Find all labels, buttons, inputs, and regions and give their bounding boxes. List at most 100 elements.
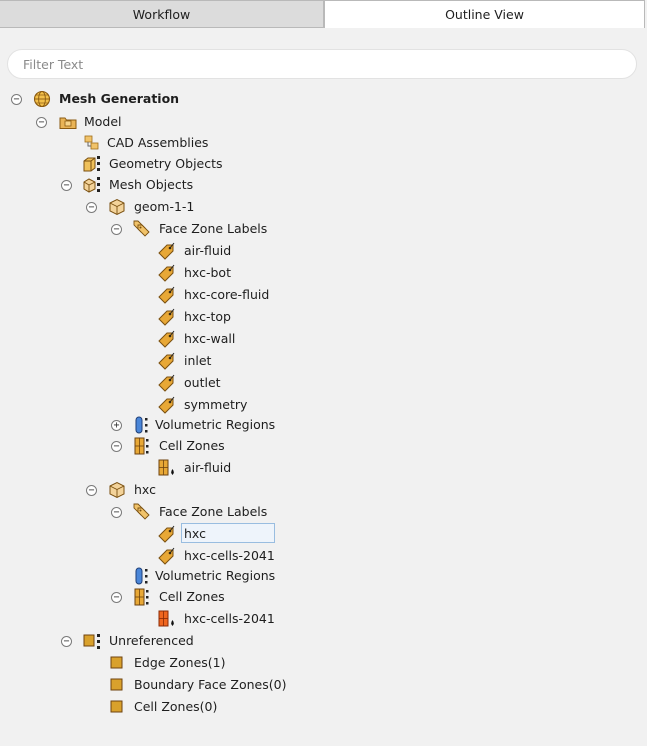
volumetric-region-icon — [132, 415, 152, 435]
collapse-toggle-icon[interactable]: − — [61, 180, 72, 191]
tree-label: Volumetric Regions — [155, 568, 276, 583]
tree-node-cell-zone[interactable]: air-fluid — [0, 458, 647, 478]
collapse-toggle-icon[interactable]: − — [111, 507, 122, 518]
tree-node-edge-zones[interactable]: Edge Zones(1) — [0, 653, 647, 673]
collapse-toggle-icon[interactable]: − — [36, 117, 47, 128]
tree-label: air-fluid — [184, 460, 232, 475]
fluid-cell-zone-icon — [157, 458, 177, 478]
tree-node-unreferenced[interactable]: − Unreferenced — [0, 631, 647, 651]
outline-panel — [0, 36, 645, 746]
collapse-toggle-icon[interactable]: − — [11, 94, 22, 105]
tree-node-label[interactable]: hxc-top — [0, 307, 647, 327]
tree-node-geometry-objects[interactable]: Geometry Objects — [0, 154, 647, 174]
unreferenced-icon — [82, 631, 102, 651]
tree-label: hxc — [134, 482, 156, 497]
tree-label: hxc-top — [184, 309, 231, 324]
tree-label: Face Zone Labels — [159, 221, 268, 236]
tree-label: hxc-cells-2041 — [184, 548, 275, 563]
tree-label: air-fluid — [184, 243, 232, 258]
mesh-object-icon — [107, 480, 127, 500]
tree-label: hxc-core-fluid — [184, 287, 270, 302]
zone-square-icon — [107, 675, 127, 695]
tree-node-model[interactable]: − Model — [0, 112, 647, 132]
tab-bar: Workflow Outline View — [0, 0, 647, 29]
tab-outline-view[interactable]: Outline View — [324, 0, 645, 28]
tree-label: Face Zone Labels — [159, 504, 268, 519]
filter-text-input[interactable] — [7, 49, 637, 79]
geometry-objects-icon — [82, 154, 102, 174]
tree-label: Unreferenced — [109, 633, 194, 648]
tree-node-cell-zone[interactable]: hxc-cells-2041 — [0, 609, 647, 629]
tree-node-label[interactable]: inlet — [0, 351, 647, 371]
collapse-toggle-icon[interactable]: − — [86, 202, 97, 213]
collapse-toggle-icon[interactable]: − — [111, 224, 122, 235]
tree-node-volumetric-regions[interactable]: + Volumetric Regions — [0, 415, 647, 435]
tag-icon — [157, 395, 177, 415]
tag-icon — [157, 263, 177, 283]
tree-node-face-zone-labels[interactable]: − Face Zone Labels — [0, 502, 647, 522]
tree-node-face-zone-labels[interactable]: − Face Zone Labels — [0, 219, 647, 239]
tag-icon — [157, 241, 177, 261]
solid-cell-zone-icon — [157, 609, 177, 629]
tree-label: Boundary Face Zones(0) — [134, 677, 287, 692]
tree-node-label[interactable]: symmetry — [0, 395, 647, 415]
tree-node-geom-1-1[interactable]: − geom-1-1 — [0, 197, 647, 217]
collapse-toggle-icon[interactable]: − — [86, 485, 97, 496]
tree-node-hxc[interactable]: − hxc — [0, 480, 647, 500]
tree-node-cad-assemblies[interactable]: CAD Assemblies — [0, 133, 647, 153]
tags-icon — [132, 219, 152, 239]
tree-label: Model — [84, 114, 122, 129]
tree-label: hxc — [184, 526, 206, 541]
zone-square-icon — [107, 653, 127, 673]
tag-icon — [157, 329, 177, 349]
cell-zones-icon — [132, 436, 152, 456]
tree-label: hxc-bot — [184, 265, 231, 280]
tag-icon — [157, 285, 177, 305]
tree-node-label[interactable]: air-fluid — [0, 241, 647, 261]
tree-node-label[interactable]: hxc-cells-2041 — [0, 546, 647, 566]
tag-icon — [157, 524, 177, 544]
tree-label: outlet — [184, 375, 221, 390]
tree-node-label[interactable]: hxc-core-fluid — [0, 285, 647, 305]
tree-label: Mesh Generation — [59, 91, 180, 106]
tree-node-label[interactable]: outlet — [0, 373, 647, 393]
tree-node-mesh-objects[interactable]: − Mesh Objects — [0, 175, 647, 195]
tree-node-mesh-generation[interactable]: − Mesh Generation — [0, 89, 647, 109]
tree-node-cell-zones[interactable]: − Cell Zones — [0, 587, 647, 607]
zone-square-icon — [107, 697, 127, 717]
tag-icon — [157, 351, 177, 371]
tree-label: Cell Zones — [159, 438, 225, 453]
folder-box-icon — [58, 112, 78, 132]
collapse-toggle-icon[interactable]: − — [61, 636, 72, 647]
tree-label: Cell Zones(0) — [134, 699, 218, 714]
tag-icon — [157, 307, 177, 327]
cad-assemblies-icon — [82, 133, 102, 153]
tree-label: CAD Assemblies — [107, 135, 209, 150]
tag-icon — [157, 373, 177, 393]
globe-mesh-icon — [32, 89, 52, 109]
mesh-object-icon — [107, 197, 127, 217]
tree-node-label[interactable]: hxc-wall — [0, 329, 647, 349]
cell-zones-icon — [132, 587, 152, 607]
collapse-toggle-icon[interactable]: − — [111, 592, 122, 603]
tree-label: symmetry — [184, 397, 248, 412]
tree-node-label-selected[interactable]: hxc — [0, 524, 647, 544]
tree-label: Cell Zones — [159, 589, 225, 604]
tree-node-volumetric-regions[interactable]: Volumetric Regions — [0, 566, 647, 586]
expand-toggle-icon[interactable]: + — [111, 420, 122, 431]
tree-node-cell-zones-unreferenced[interactable]: Cell Zones(0) — [0, 697, 647, 717]
tree-node-label[interactable]: hxc-bot — [0, 263, 647, 283]
tree-label: inlet — [184, 353, 212, 368]
tree-node-boundary-face-zones[interactable]: Boundary Face Zones(0) — [0, 675, 647, 695]
tree-label: Mesh Objects — [109, 177, 194, 192]
tag-icon — [157, 546, 177, 566]
selection-highlight — [181, 523, 275, 543]
collapse-toggle-icon[interactable]: − — [111, 441, 122, 452]
tab-workflow[interactable]: Workflow — [0, 0, 324, 28]
tree-label: Geometry Objects — [109, 156, 223, 171]
tree-label: hxc-cells-2041 — [184, 611, 275, 626]
tree-node-cell-zones[interactable]: − Cell Zones — [0, 436, 647, 456]
tree-label: hxc-wall — [184, 331, 236, 346]
mesh-objects-icon — [82, 175, 102, 195]
tags-icon — [132, 502, 152, 522]
